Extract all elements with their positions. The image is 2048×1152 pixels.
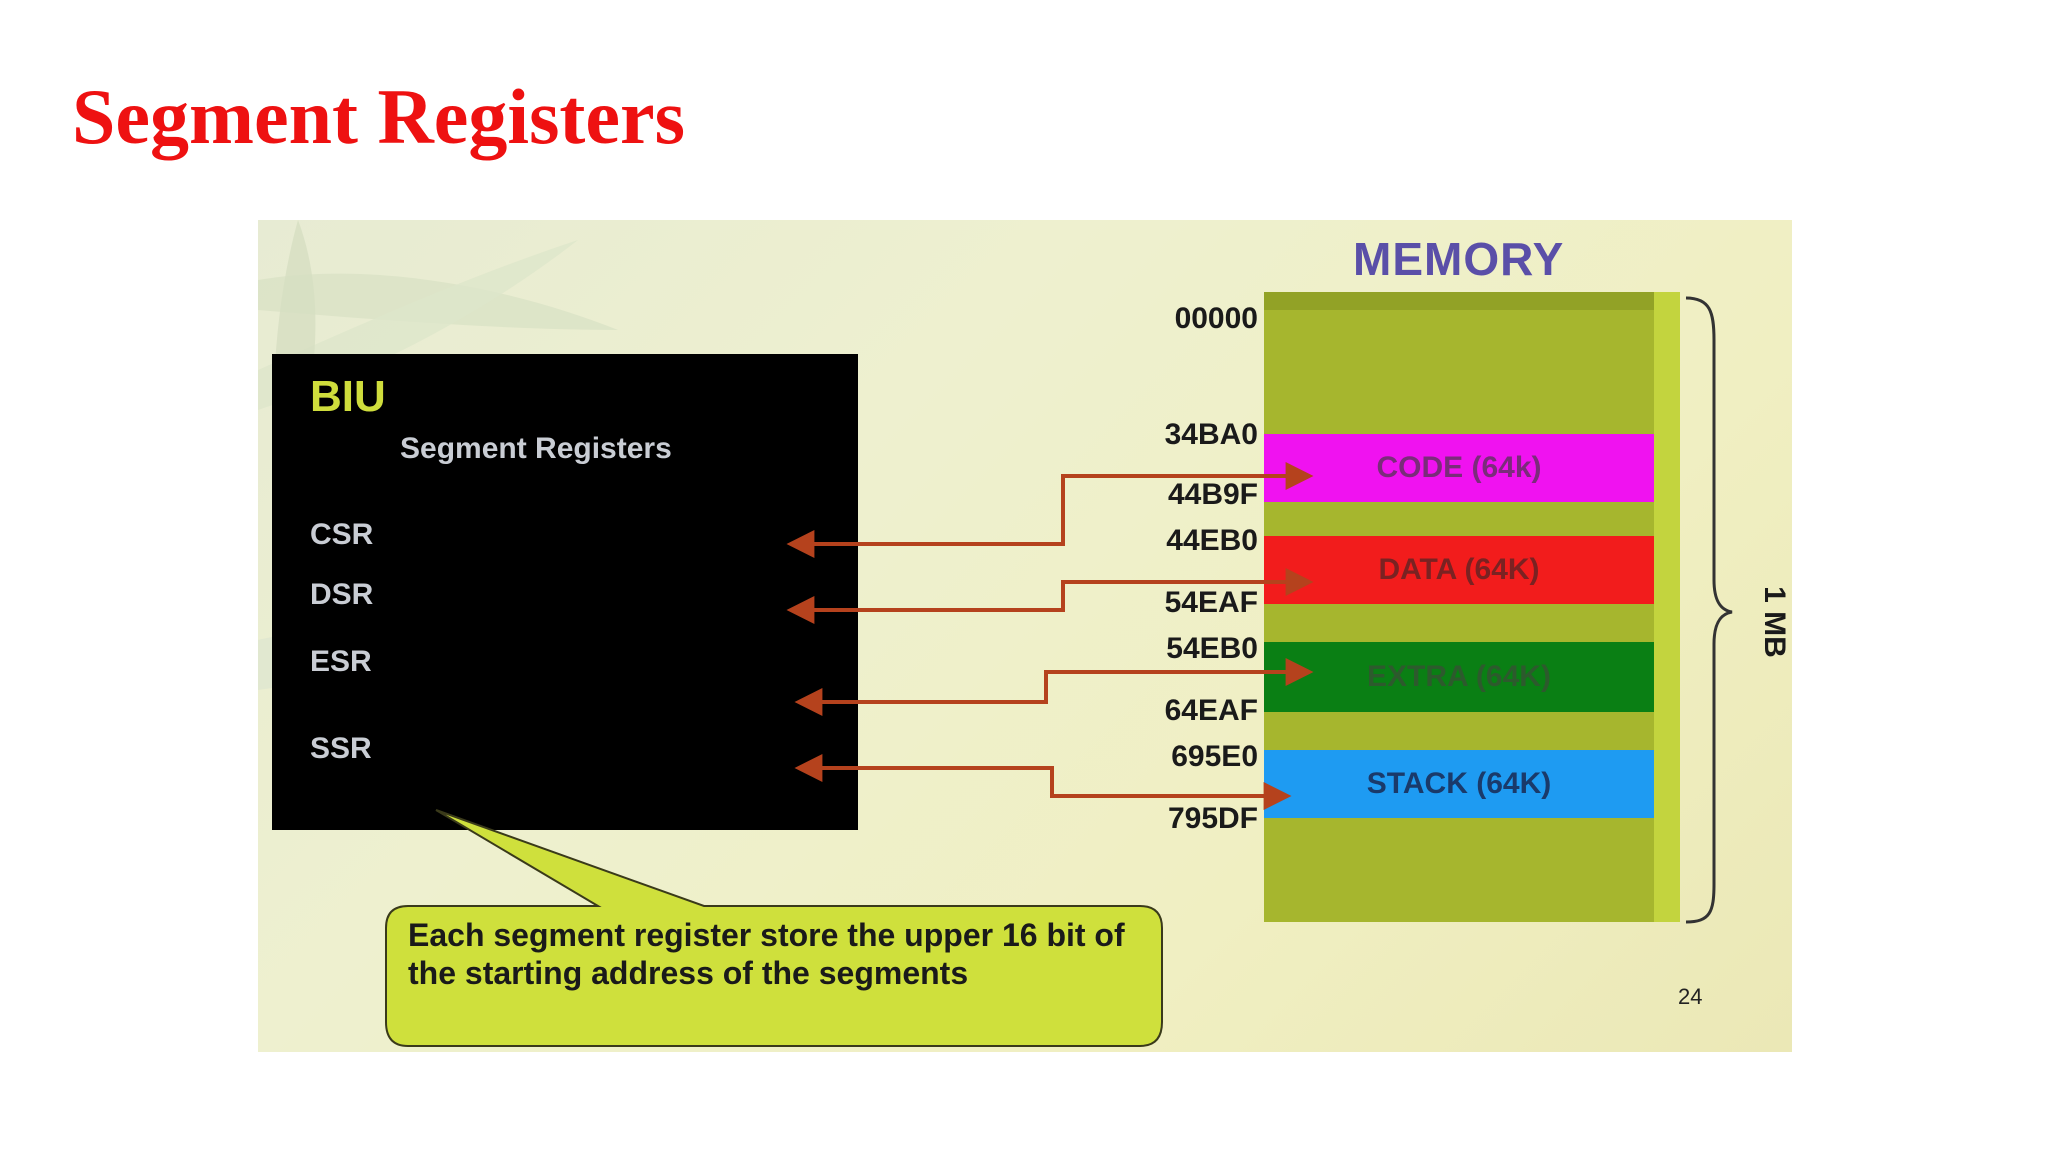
segment-stack-label: STACK (64K) <box>1366 767 1552 800</box>
arrow-esr-extra <box>794 658 1314 716</box>
diagram-slide: BIU Segment Registers CSR DSR ESR SSR ME… <box>258 220 1792 1052</box>
register-ssr: SSR <box>310 732 372 765</box>
segment-code: CODE (64k) <box>1264 434 1654 502</box>
segment-extra-label: EXTRA (64K) <box>1367 660 1551 693</box>
segment-stack: STACK (64K) <box>1264 750 1654 818</box>
memory-block-top <box>1264 292 1654 310</box>
address-code-start: 34BA0 <box>1164 418 1258 451</box>
memory-title: MEMORY <box>1353 233 1565 285</box>
slide-number: 24 <box>1678 984 1703 1009</box>
memory-size-label: 1 MB <box>1758 586 1791 658</box>
arrow-csr-code <box>786 462 1314 558</box>
memory-block-side <box>1654 292 1680 922</box>
connector-overlay <box>385 296 1733 1047</box>
biu-block: BIU Segment Registers CSR DSR ESR SSR <box>272 354 858 830</box>
biu-subtitle: Segment Registers <box>400 432 672 465</box>
size-brace <box>1685 296 1733 924</box>
segment-data: DATA (64K) <box>1264 536 1654 604</box>
memory-block <box>1264 310 1654 922</box>
register-esr: ESR <box>310 645 372 678</box>
page-title: Segment Registers <box>72 73 685 160</box>
register-csr: CSR <box>310 518 374 551</box>
segment-extra: EXTRA (64K) <box>1264 642 1654 712</box>
segment-code-label: CODE (64k) <box>1376 451 1542 484</box>
arrow-dsr-data <box>786 568 1314 624</box>
biu-title: BIU <box>310 372 386 421</box>
callout-text: Each segment register store the upper 16… <box>408 917 1125 992</box>
register-dsr: DSR <box>310 578 374 611</box>
callout-bubble <box>385 809 1163 1047</box>
segment-data-label: DATA (64K) <box>1378 553 1540 586</box>
address-start: 00000 <box>1174 302 1258 335</box>
arrow-ssr-stack <box>794 754 1292 810</box>
